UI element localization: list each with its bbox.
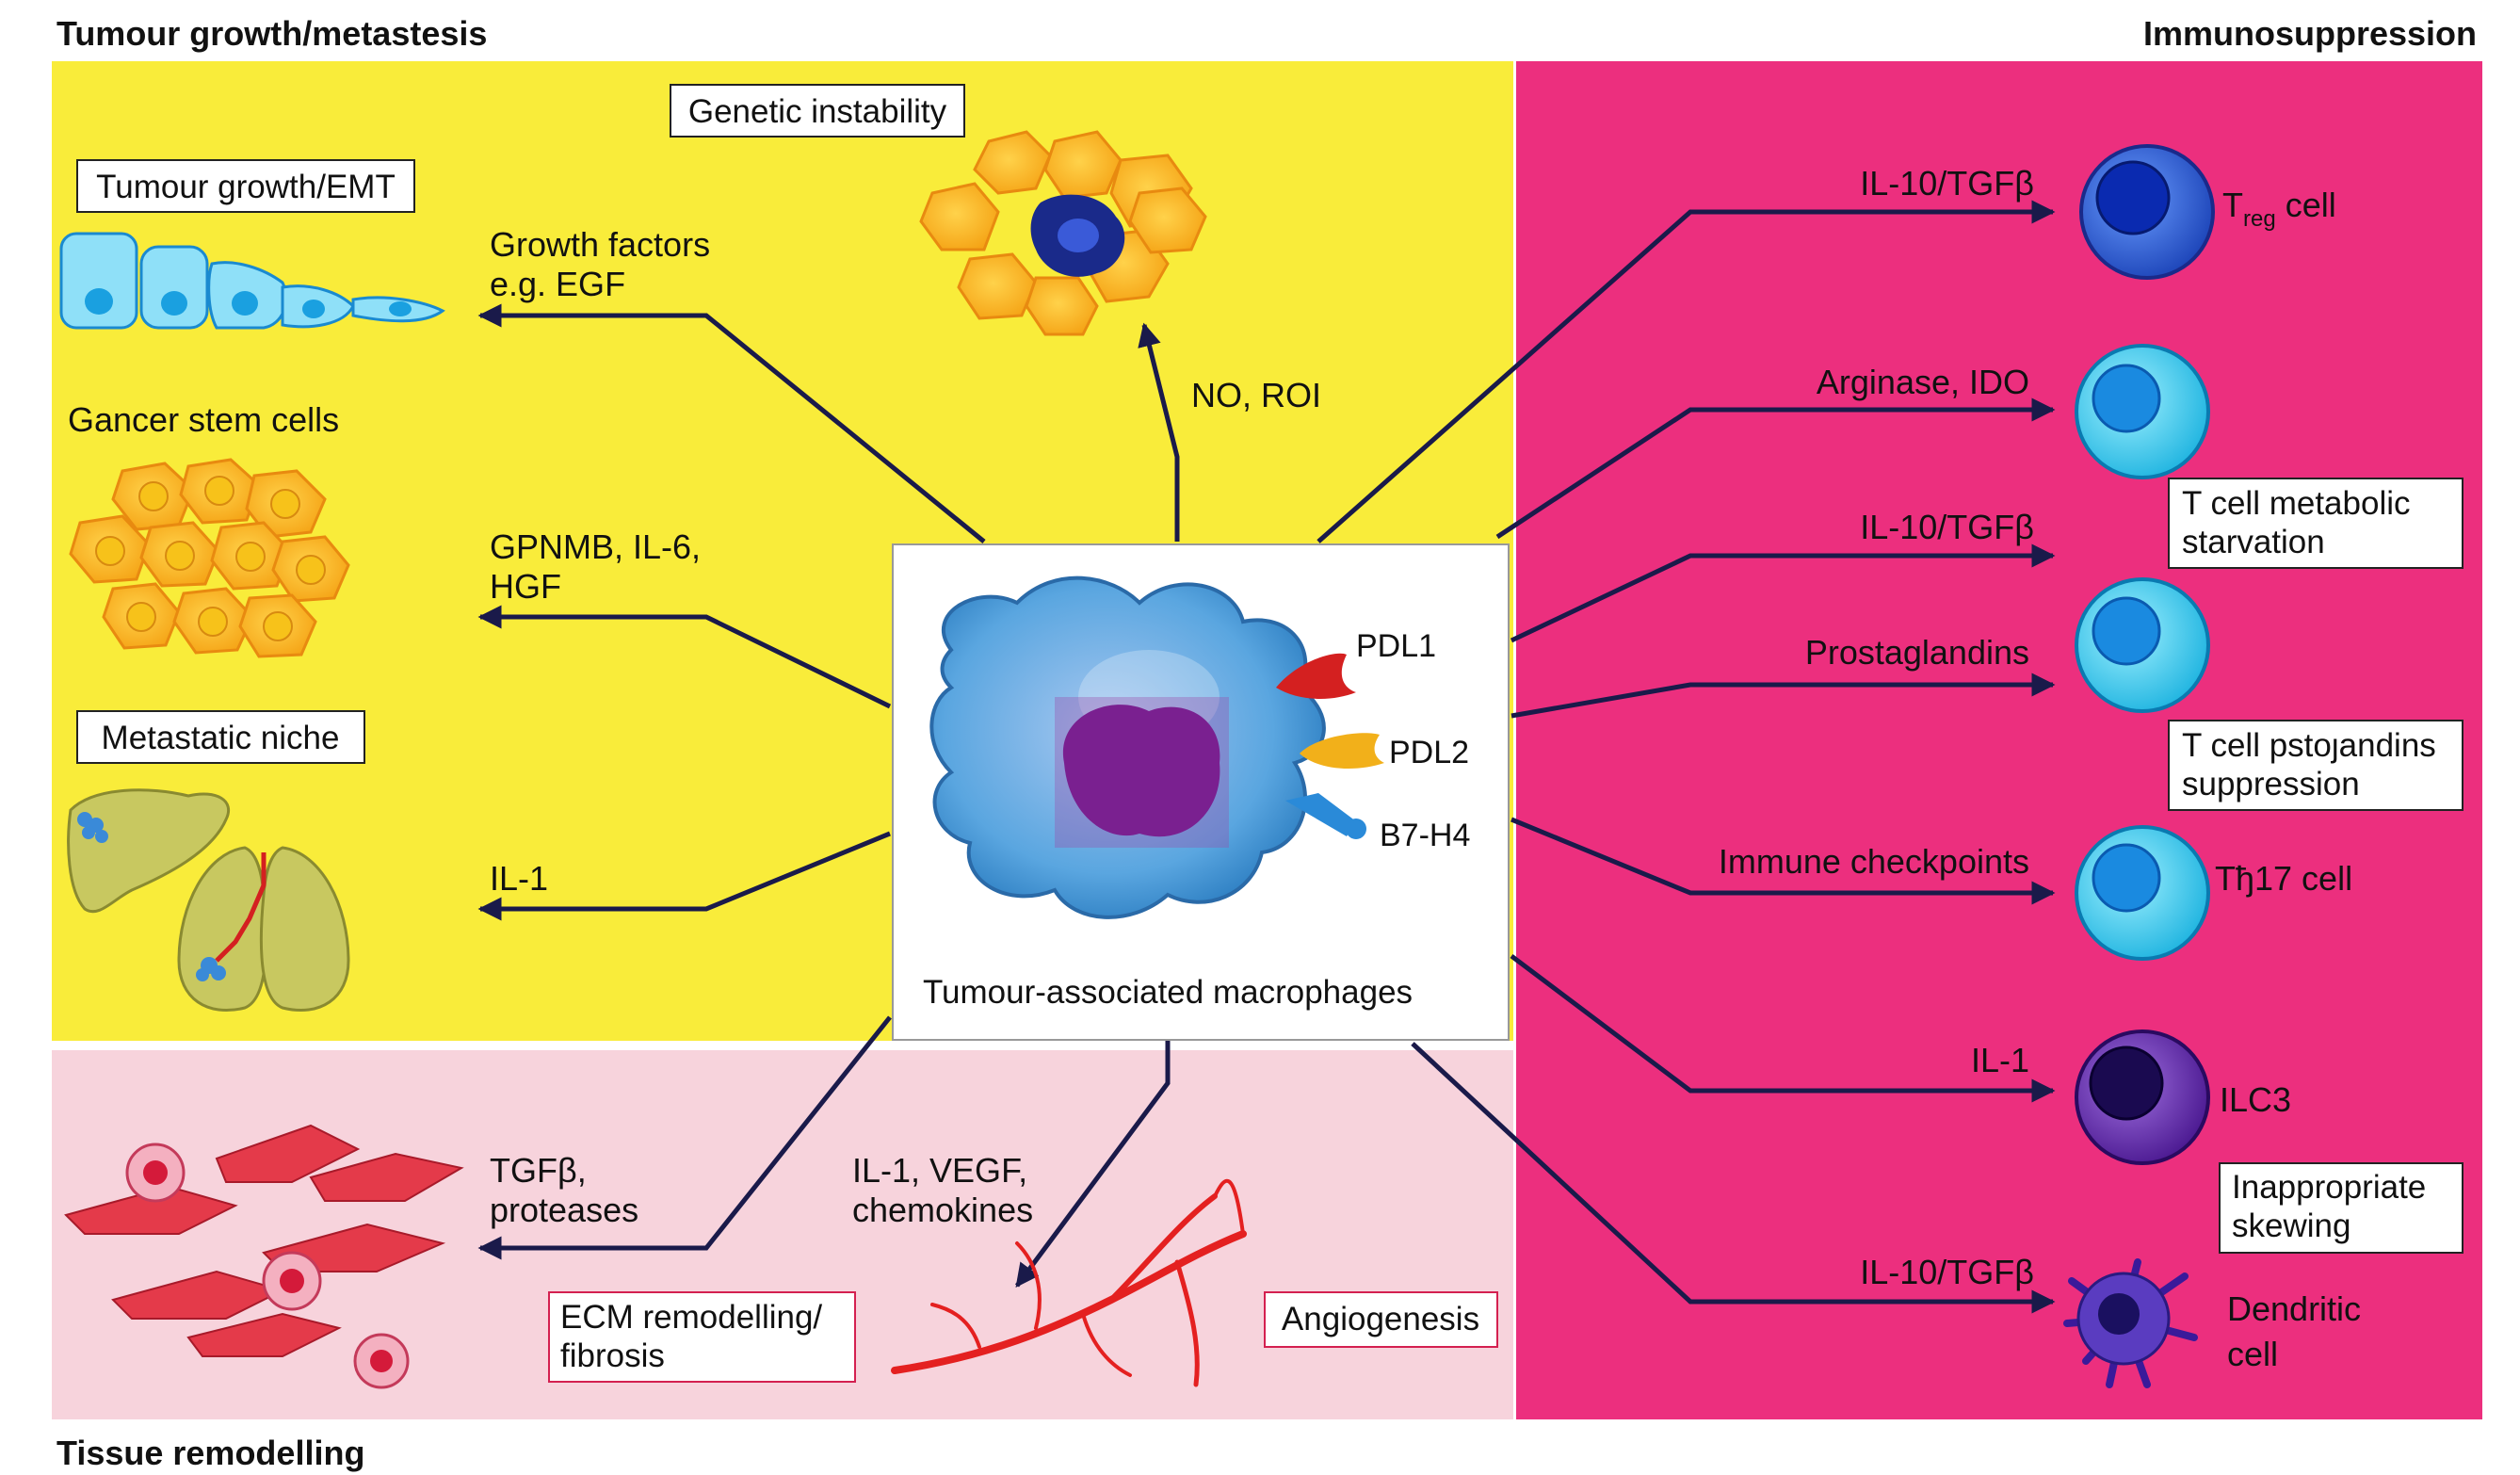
arrow-immune-checkpoints	[1510, 817, 2056, 905]
arrow-treg	[1317, 200, 2056, 543]
pdl1-label: PDL1	[1356, 628, 1436, 664]
tcell-metabolic-line1: T cell metabolic	[2182, 485, 2411, 522]
th17-cell-label: Tђ17 cell	[2215, 859, 2352, 898]
genetic-instability-cells-icon	[919, 130, 1207, 336]
tcell-metabolic-line2: starvation	[2182, 524, 2325, 560]
metastatic-niche-label: Metastatic niche	[102, 720, 340, 756]
arrow-il1-left	[477, 831, 891, 921]
dendritic-line1: Dendritic	[2227, 1289, 2361, 1328]
macrophage-box: PDL1 PDL2 B7-H4 Tumour-associated macrop…	[892, 543, 1510, 1041]
arrow-label-arginase: Arginase, IDO	[1817, 363, 2029, 401]
arrow-il1-vegf	[1014, 1041, 1171, 1289]
gpnmb-line1: GPNMB, IL-6,	[490, 527, 701, 566]
treg-cell-label: Treg cell	[2222, 186, 2336, 232]
arrow-il10-2	[1510, 543, 2056, 643]
cell-circles-icon	[125, 1143, 410, 1389]
blood-vessels-icon	[891, 1178, 1247, 1387]
liver-icon	[67, 788, 230, 914]
angiogenesis-label: Angiogenesis	[1282, 1301, 1479, 1337]
no-roi-label: NO, ROI	[1191, 376, 1321, 414]
ilc3-cell-label: ILC3	[2220, 1080, 2291, 1119]
treg-cell-icon	[2079, 144, 2215, 280]
dendritic-line2: cell	[2227, 1335, 2278, 1373]
arrow-label-dendritic: IL-10/TGFβ	[1860, 1253, 2034, 1291]
inappropriate-line1: Inappropriate	[2232, 1169, 2426, 1206]
il1-vegf-line1: IL-1, VEGF,	[852, 1151, 1027, 1190]
dendritic-cell-icon	[2063, 1258, 2198, 1388]
arrow-gpnmb	[477, 605, 892, 709]
growth-factors-line1: Growth factors	[490, 225, 710, 264]
arrow-il1-right	[1510, 954, 2056, 1103]
genetic-instability-label: Genetic instability	[688, 93, 947, 130]
arrow-growth-factors	[477, 303, 986, 543]
arrow-tgfb	[477, 1015, 892, 1260]
lungs-icon	[177, 846, 350, 1013]
th17-cell-icon	[2075, 825, 2210, 961]
tgfb-line2: proteases	[490, 1191, 638, 1229]
heading-tumour-growth: Tumour growth/metastesis	[57, 14, 487, 53]
tcell-suppression-icon	[2075, 577, 2210, 713]
tumour-growth-emt-label: Tumour growth/EMT	[96, 169, 396, 205]
il1-vegf-line2: chemokines	[852, 1191, 1033, 1229]
emt-cells-icon	[59, 232, 445, 330]
arrow-label-prostaglandins: Prostaglandins	[1805, 633, 2029, 672]
arrow-arginase	[1495, 397, 2056, 540]
ecm-line2: fibrosis	[560, 1337, 665, 1374]
cancer-stem-cells-label: Gancer stem cells	[68, 400, 339, 439]
arrow-group	[477, 200, 2056, 1314]
tcell-psto-line2: suppression	[2182, 766, 2360, 802]
arrow-prostaglandins	[1510, 673, 2056, 719]
b7h4-label: B7-H4	[1380, 818, 1470, 853]
tcell-metabolic-icon	[2075, 344, 2210, 479]
arrow-label-treg: IL-10/TGFβ	[1860, 164, 2034, 203]
pdl1-receptor-icon	[1276, 653, 1356, 699]
tcell-psto-line1: T cell pstoȷandins	[2182, 727, 2436, 764]
fibroblasts-icon	[64, 1124, 464, 1357]
arrow-no-roi	[1138, 322, 1180, 542]
arrow-dendritic	[1411, 1042, 2056, 1314]
arrow-label-il1-right: IL-1	[1971, 1041, 2029, 1079]
macrophage-label: Tumour-associated macrophages	[923, 974, 1413, 1011]
tgfb-line1: TGFβ,	[490, 1151, 587, 1190]
arrow-label-il10-2: IL-10/TGFβ	[1860, 508, 2034, 546]
il1-left-label: IL-1	[490, 859, 548, 898]
heading-tissue-remodelling: Tissue remodelling	[57, 1434, 364, 1472]
pdl2-label: PDL2	[1389, 735, 1469, 770]
b7h4-receptor-icon	[1285, 793, 1356, 836]
nucleus-icon	[1062, 705, 1220, 837]
gpnmb-line2: HGF	[490, 567, 561, 606]
ecm-line1: ECM remodelling/	[560, 1299, 822, 1336]
growth-factors-line2: e.g. EGF	[490, 265, 625, 303]
heading-immunosuppression: Immunosuppression	[2143, 14, 2477, 53]
inappropriate-line2: skewing	[2232, 1208, 2350, 1244]
arrow-label-immune-checkpoints: Immune checkpoints	[1719, 842, 2029, 881]
pdl2-receptor-icon	[1300, 733, 1384, 769]
ilc3-cell-icon	[2075, 1029, 2210, 1165]
